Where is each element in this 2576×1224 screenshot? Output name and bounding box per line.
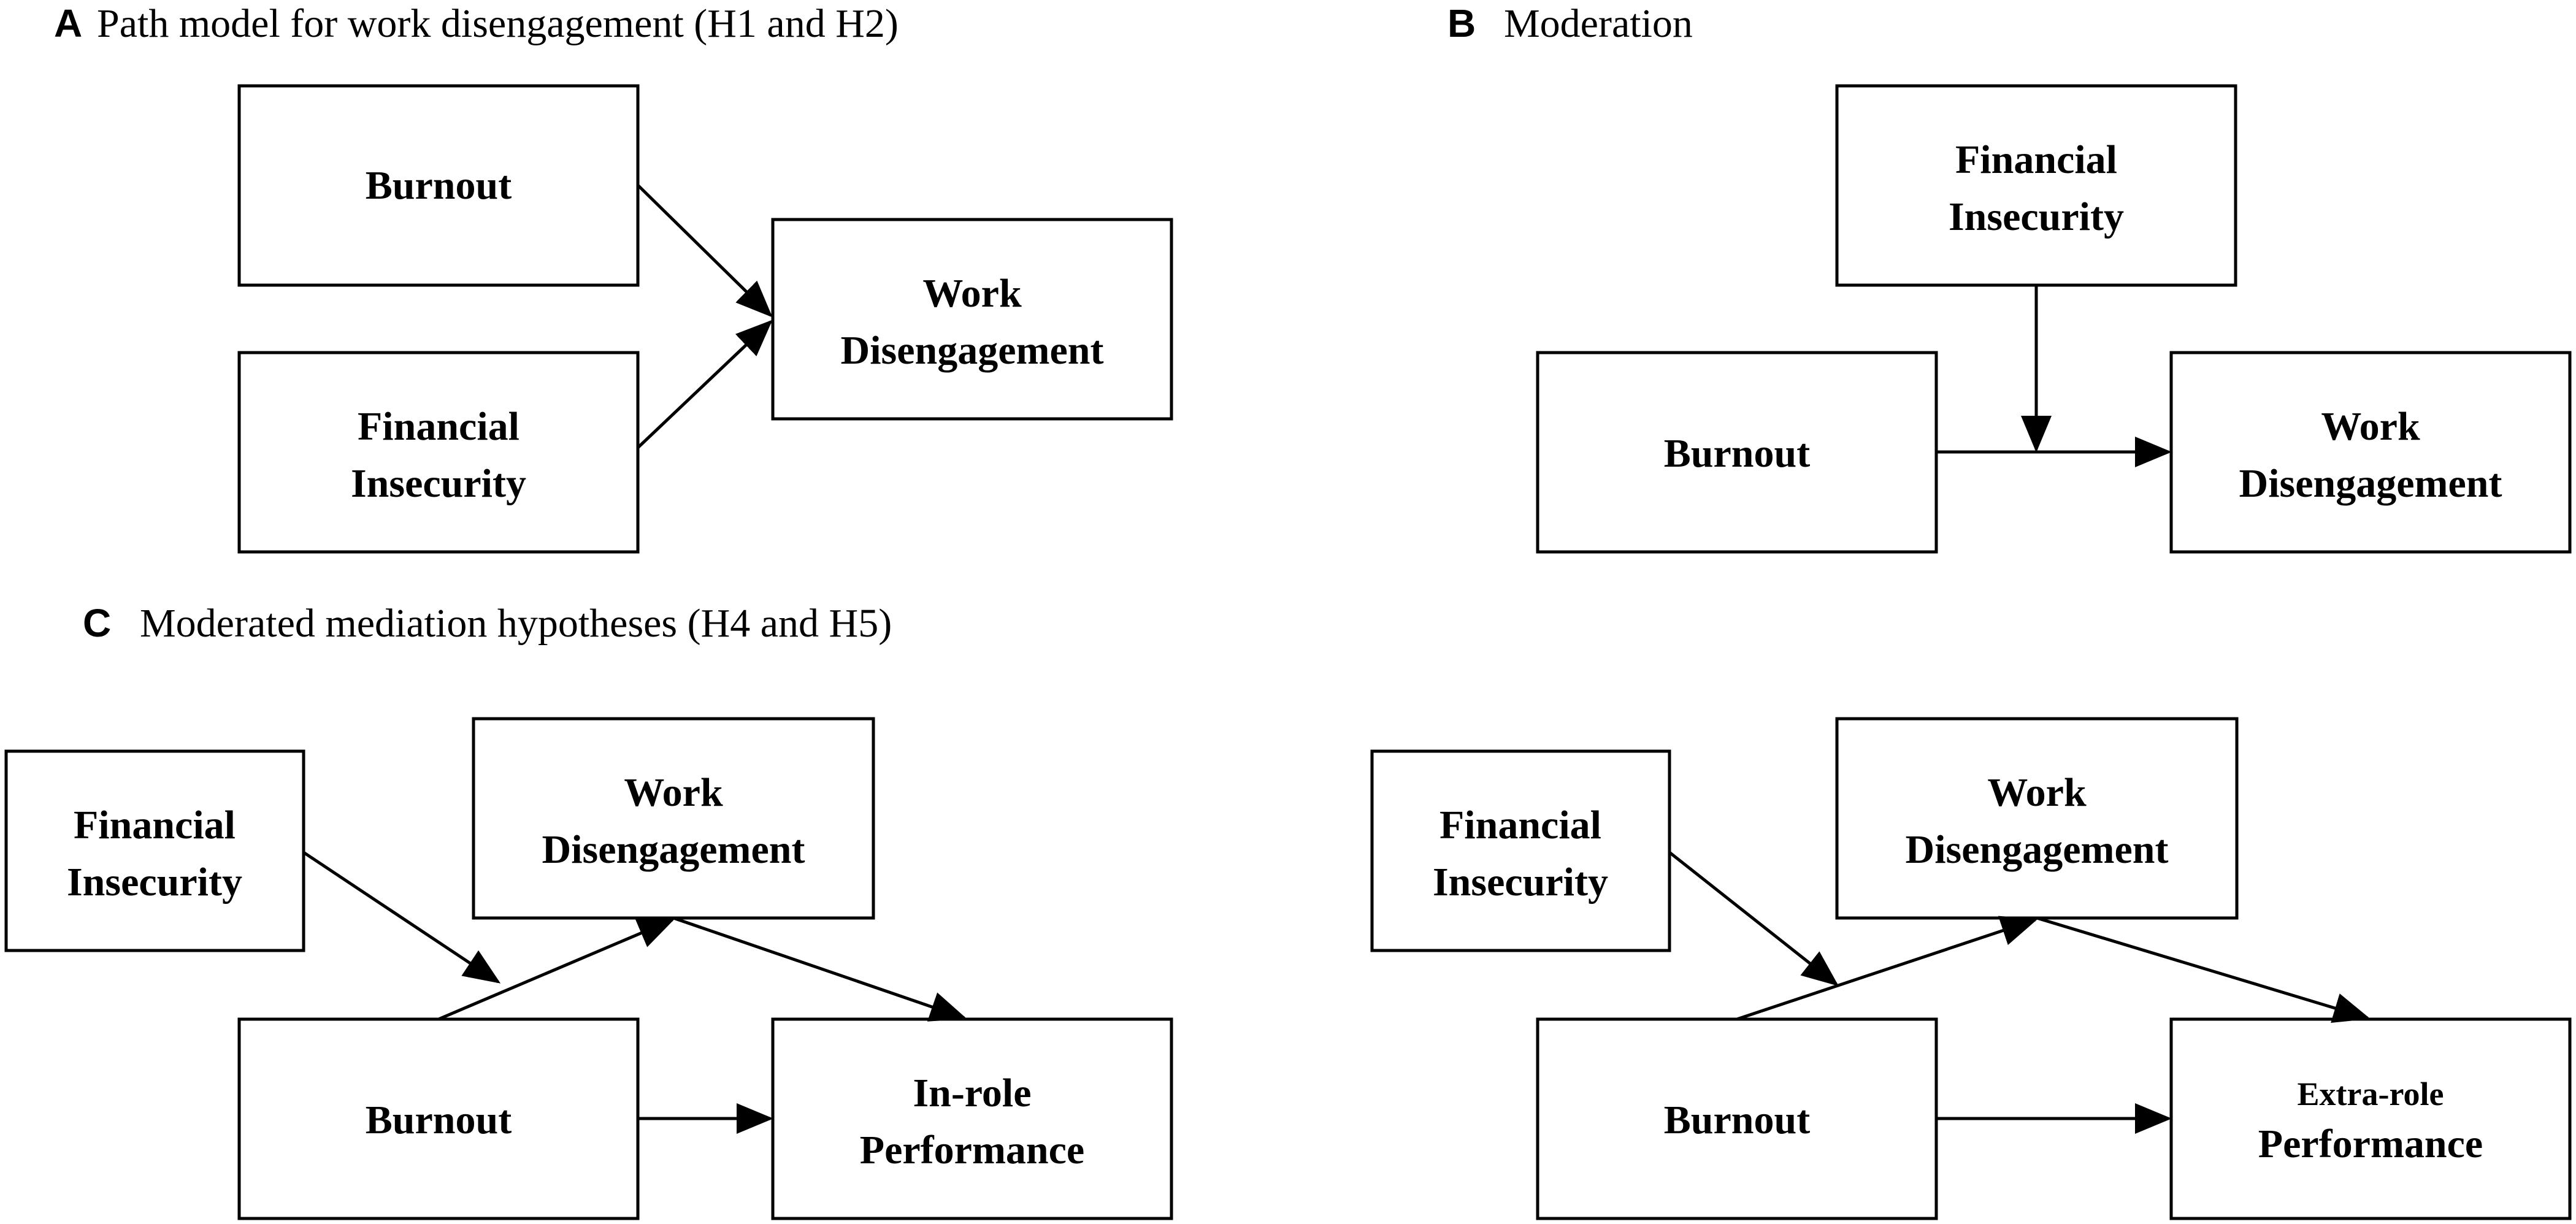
panel-b-burnout-node: Burnout <box>1536 351 1938 554</box>
panel-c-left-model: Financial Insecurity Work Disengagement … <box>4 717 1173 1220</box>
panel-c-right-outcome-line2: Performance <box>2258 1122 2483 1166</box>
panel-c-right-model: Financial Insecurity Work Disengagement … <box>1370 717 2572 1220</box>
panel-a-burnout-node: Burnout <box>237 84 640 287</box>
panel-c-letter: C <box>83 601 111 645</box>
panel-c-left-financial-insecurity-line1: Financial <box>74 803 236 847</box>
panel-b-work-disengagement-line2: Disengagement <box>2239 461 2502 506</box>
panel-c-right-financial-insecurity-line2: Insecurity <box>1433 860 1608 905</box>
panel-b-financial-insecurity-line2: Insecurity <box>1949 194 2124 239</box>
panel-a: A Path model for work disengagement (H1 … <box>54 1 1173 554</box>
panel-c-left-outcome-line2: Performance <box>860 1128 1084 1172</box>
panel-c-right-work-disengagement-node: Work Disengagement <box>1835 717 2239 920</box>
panel-c-right-burnout-node: Burnout <box>1536 1017 1938 1220</box>
panel-b-work-disengagement-line1: Work <box>2321 404 2420 449</box>
panel-c-left-financial-insecurity-node: Financial Insecurity <box>4 749 305 952</box>
panel-c-left-burnout-node: Burnout <box>237 1017 640 1220</box>
panel-a-arrow-burnout-to-disengagement <box>637 184 773 318</box>
panel-c-right-financial-insecurity-line1: Financial <box>1439 803 1601 847</box>
panel-c-left-burnout-label: Burnout <box>366 1098 512 1142</box>
panel-b-title: Moderation <box>1504 1 1693 46</box>
panel-a-burnout-label: Burnout <box>366 163 512 208</box>
panel-a-work-disengagement-line1: Work <box>922 271 1022 316</box>
panel-c-left-work-disengagement-line1: Work <box>624 770 723 815</box>
panel-c-right-arrow-disengagement-to-performance <box>2036 916 2371 1023</box>
panel-a-title: Path model for work disengagement (H1 an… <box>97 1 899 46</box>
panel-c-right-outcome-line1: Extra-role <box>2298 1076 2444 1112</box>
panel-c-left-arrow-disengagement-to-performance <box>673 916 967 1022</box>
panel-c-left-work-disengagement-line2: Disengagement <box>542 827 805 872</box>
panel-c-left-outcome-line1: In-role <box>913 1071 1031 1115</box>
panel-a-letter: A <box>54 1 82 45</box>
panel-b-burnout-label: Burnout <box>1664 431 1810 476</box>
panel-b-financial-insecurity-line1: Financial <box>1955 137 2117 182</box>
panel-c-right-extra-role-performance-node: Extra-role Performance <box>2169 1017 2572 1220</box>
panel-c-left-arrow-moderator <box>302 851 501 984</box>
panel-c-right-arrow-moderator <box>1668 851 1839 987</box>
panel-b-financial-insecurity-node: Financial Insecurity <box>1835 84 2237 287</box>
panel-b-work-disengagement-node: Work Disengagement <box>2169 351 2572 554</box>
panel-c-title: Moderated mediation hypotheses (H4 and H… <box>140 601 892 646</box>
panel-a-financial-insecurity-line2: Insecurity <box>351 461 526 506</box>
panel-a-financial-insecurity-node: Financial Insecurity <box>237 351 640 554</box>
panel-a-work-disengagement-line2: Disengagement <box>841 328 1104 373</box>
panel-c: C Moderated mediation hypotheses (H4 and… <box>4 601 2572 1220</box>
panel-a-work-disengagement-node: Work Disengagement <box>771 218 1173 421</box>
panel-c-right-burnout-label: Burnout <box>1664 1098 1810 1142</box>
panel-b-letter: B <box>1447 1 1476 45</box>
panel-b: B Moderation Financial Insecurity Burnou… <box>1447 1 2572 554</box>
panel-a-financial-insecurity-line1: Financial <box>358 404 519 449</box>
panel-c-right-arrow-burnout-to-disengagement <box>1736 916 2038 1021</box>
panel-c-right-work-disengagement-line2: Disengagement <box>1906 827 2169 872</box>
panel-c-left-work-disengagement-node: Work Disengagement <box>472 717 875 920</box>
panel-c-left-financial-insecurity-line2: Insecurity <box>67 860 242 905</box>
panel-c-right-financial-insecurity-node: Financial Insecurity <box>1370 749 1671 952</box>
panel-c-left-in-role-performance-node: In-role Performance <box>771 1017 1173 1220</box>
panel-c-left-arrow-burnout-to-disengagement <box>438 918 675 1021</box>
panel-a-arrow-insecurity-to-disengagement <box>637 319 773 449</box>
panel-c-right-work-disengagement-line1: Work <box>1987 770 2087 815</box>
